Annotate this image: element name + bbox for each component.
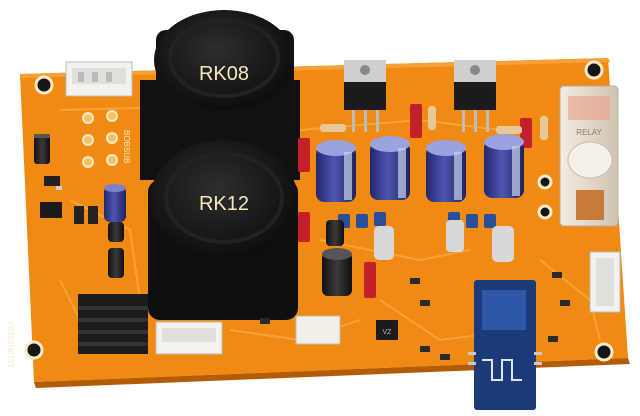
mount-hole-tl [34,75,54,95]
smd-parts-scatter [260,272,570,360]
blue-cap-left [104,184,126,222]
connector-bottom [155,321,223,355]
smd-parts-left [40,176,98,224]
blue-cap-1 [316,140,356,202]
edge-mark-text: 1510N68E94 [7,321,16,368]
relay: RELAY [559,85,619,227]
bluetooth-module [468,280,542,410]
regulator-right [454,60,496,132]
pot-rk12-label: RK12 [199,193,249,215]
blue-cap-4 [484,134,524,198]
small-component-white [295,315,341,345]
connector-top-left [65,61,133,97]
resistors [320,106,548,140]
side-mark-text: BOBSUB [122,130,131,163]
opamp-mark: VZ [383,329,393,336]
blue-cap-3 [426,140,466,202]
mount-hole-bl [24,340,44,360]
test-pads-left [82,110,118,168]
pot-rk08-label: RK08 [199,63,249,85]
small-blue-caps [338,212,496,228]
relay-label: RELAY [576,128,602,137]
blue-cap-2 [370,136,410,200]
small-caps-middle [322,220,514,296]
heatsink [78,294,148,354]
mount-hole-br [594,342,614,362]
mount-hole-mid2 [537,204,553,220]
regulator-left [344,60,386,132]
blue-caps-row [316,134,524,202]
mounting-holes [24,60,614,362]
small-cap-left [34,134,50,164]
mount-hole-tr [584,60,604,80]
small-blackcaps-left [108,222,124,278]
opamp-chip: VZ [376,320,398,340]
red-film-caps [298,104,532,298]
pot-rk12: RK12 [148,140,298,320]
mount-hole-mid1 [537,174,553,190]
connector-right [589,251,621,313]
